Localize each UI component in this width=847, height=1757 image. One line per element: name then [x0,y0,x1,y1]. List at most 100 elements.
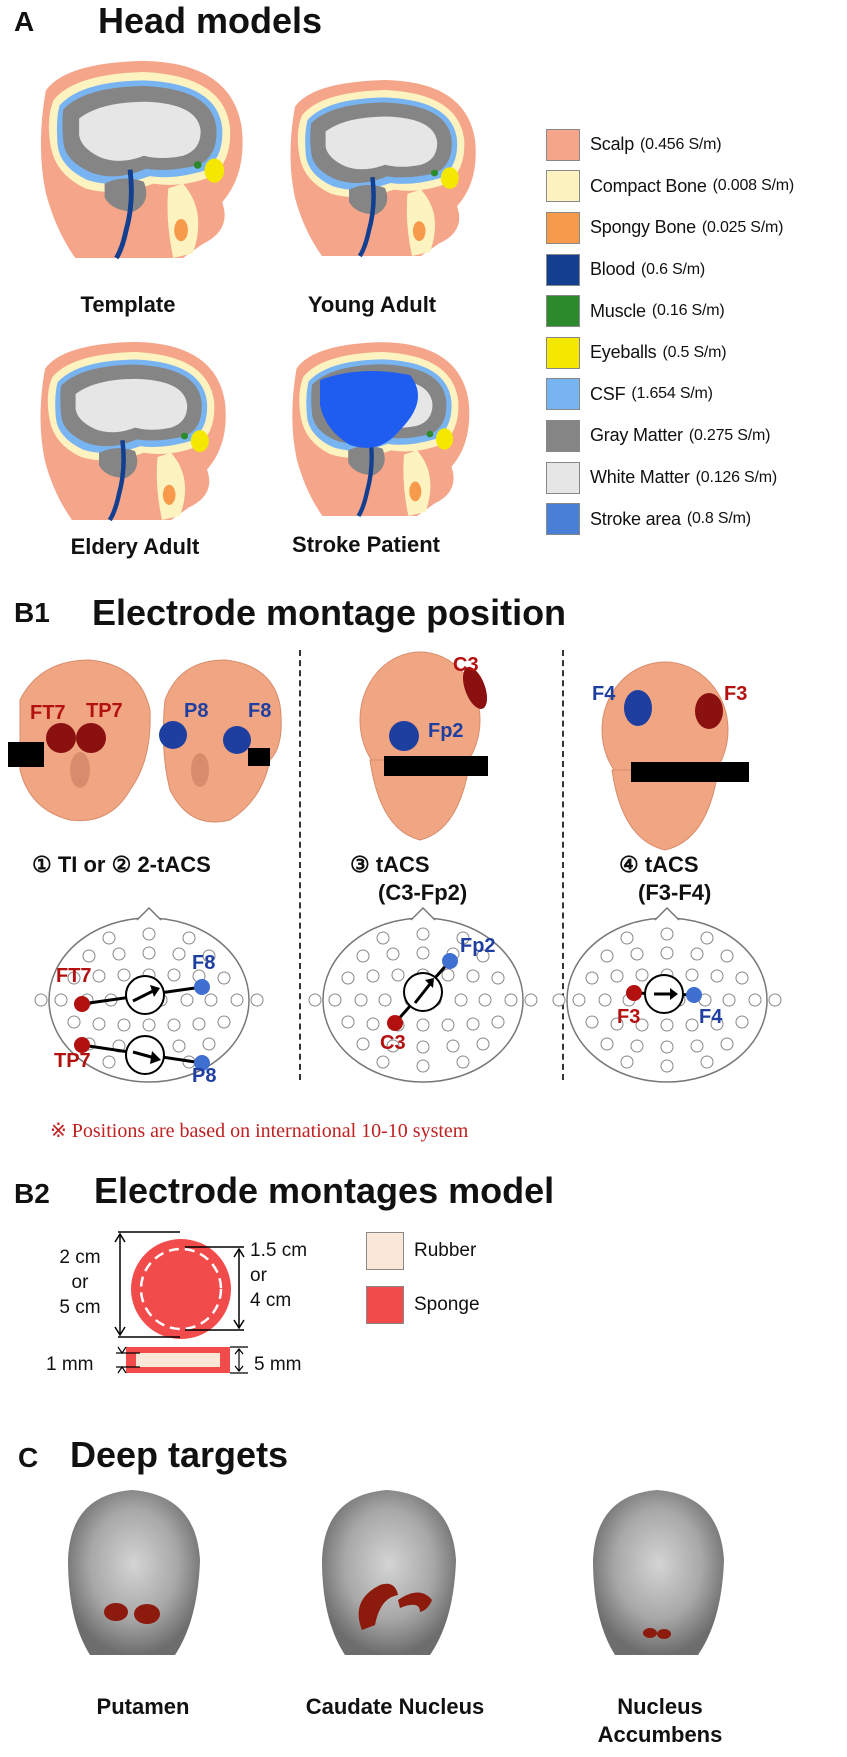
caption-accumbens: Accumbens [597,1722,723,1747]
outer-dim-3: 5 cm [59,1297,101,1318]
legend-swatch [546,211,580,244]
label-fp2-map: Fp2 [460,935,496,957]
legend-row: Muscle (0.16 S/m) [546,290,846,332]
inner-dim-3: 4 cm [250,1290,292,1311]
material-legend: Rubber Sponge [366,1226,516,1330]
label-tp7-map: TP7 [54,1050,91,1072]
legend-conductivity: (0.008 S/m) [712,177,795,195]
legend-label: White Matter [590,467,690,488]
divider-1 [299,650,301,1080]
legend-label: Scalp [590,134,635,155]
panel-a-letter: A [14,6,35,37]
legend-conductivity: (0.025 S/m) [701,218,784,236]
legend-swatch [546,295,580,328]
panel-c-title: Deep targets [70,1434,289,1475]
legend-conductivity: (0.275 S/m) [688,426,771,444]
legend-row: Scalp (0.456 S/m) [546,124,846,166]
legend-conductivity: (0.126 S/m) [695,468,778,486]
label-f3-head: F3 [724,683,748,705]
sponge-label: Sponge [414,1294,480,1315]
panel-b2-title: Electrode montages model [94,1170,555,1211]
outer-diameter-label: 2 cm or 5 cm [48,1245,112,1320]
ten-ten-note: ※ Positions are based on international 1… [50,1120,469,1142]
legend-swatch [546,128,580,161]
electrode-model-drawing [114,1231,248,1374]
label-tp7-head: TP7 [86,700,123,722]
caption-eldery-adult: Eldery Adult [70,534,200,559]
legend-conductivity: (0.6 S/m) [641,260,706,278]
rubber-swatch [366,1232,404,1270]
legend-label: Muscle [590,300,646,321]
legend-swatch [546,503,580,536]
inner-diameter-label: 1.5 cm or 4 cm [250,1238,330,1313]
legend-row: Compact Bone (0.008 S/m) [546,166,846,208]
legend-row: Blood (0.6 S/m) [546,249,846,291]
legend-row: Spongy Bone (0.025 S/m) [546,207,846,249]
label-fp2-head: Fp2 [428,720,464,742]
outer-dim-2: or [71,1272,89,1293]
panel-a-title: Head models [98,0,323,41]
legend-row: Eyeballs (0.5 S/m) [546,332,846,374]
legend-row: White Matter (0.126 S/m) [546,457,846,499]
caption-putamen: Putamen [96,1694,190,1719]
legend-label: CSF [590,383,626,404]
material-legend-sponge: Sponge [366,1280,516,1330]
panel-c-letter: C [18,1442,39,1473]
montage-caption-tacs-c3fp2: ③ tACS [350,852,430,877]
outer-dim-1: 2 cm [59,1247,101,1268]
legend-row: Gray Matter (0.275 S/m) [546,415,846,457]
legend-conductivity: (0.8 S/m) [686,510,751,528]
deep-targets-illustration [68,1490,724,1655]
label-f8-head: F8 [248,700,272,722]
legend-conductivity: (0.5 S/m) [662,343,727,361]
ten-ten-maps [34,907,782,1083]
legend-swatch [546,253,580,286]
legend-conductivity: (0.456 S/m) [640,135,722,153]
caption-stroke-patient: Stroke Patient [292,532,440,557]
label-p8-map: P8 [192,1065,217,1087]
caption-nucleus: Nucleus [617,1694,703,1719]
label-f3-map: F3 [617,1006,641,1028]
legend-label: Eyeballs [590,342,657,363]
montage-caption-f3f4-pair: (F3-F4) [638,880,712,905]
inner-dim-1: 1.5 cm [250,1240,308,1261]
tissue-legend: Scalp (0.456 S/m) Compact Bone (0.008 S/m) S… [546,124,846,540]
material-legend-rubber: Rubber [366,1226,516,1276]
legend-label: Blood [590,259,636,280]
montage-caption-tacs-f3f4: ④ tACS [619,852,699,877]
label-c3-map: C3 [380,1032,406,1054]
legend-label: Gray Matter [590,425,683,446]
label-c3-head: C3 [453,654,479,676]
stroke-area-shape [320,371,418,448]
panel-b1-letter: B1 [14,597,50,628]
legend-swatch [546,336,580,369]
montage-caption-ti-2tacs: ① TI or ② 2-tACS [32,852,211,877]
caption-template: Template [80,292,176,317]
label-f8-map: F8 [192,952,216,974]
head-models-illustration [0,0,847,560]
panel-b1-title: Electrode montage position [92,592,567,633]
divider-2 [562,650,564,1080]
legend-row: CSF (1.654 S/m) [546,374,846,416]
legend-swatch [546,419,580,452]
legend-label: Compact Bone [590,175,707,196]
inner-dim-2: or [250,1265,267,1286]
legend-conductivity: (1.654 S/m) [631,385,713,403]
label-p8-head: P8 [184,700,209,722]
sponge-swatch [366,1286,404,1324]
label-f4-head: F4 [592,683,616,705]
sponge-thickness-label: 5 mm [254,1354,302,1375]
legend-conductivity: (0.16 S/m) [651,302,725,320]
panel-b2-letter: B2 [14,1178,50,1209]
caption-young-adult: Young Adult [307,292,437,317]
caption-caudate-nucleus: Caudate Nucleus [305,1694,485,1719]
label-ft7-head: FT7 [30,702,66,724]
legend-label: Spongy Bone [590,217,696,238]
legend-label: Stroke area [590,508,681,529]
legend-swatch [546,461,580,494]
montage-caption-c3fp2-pair: (C3-Fp2) [378,880,468,905]
rubber-label: Rubber [414,1240,477,1261]
legend-swatch [546,378,580,411]
electrode-heads-illustration [8,651,749,851]
legend-row: Stroke area (0.8 S/m) [546,498,846,540]
